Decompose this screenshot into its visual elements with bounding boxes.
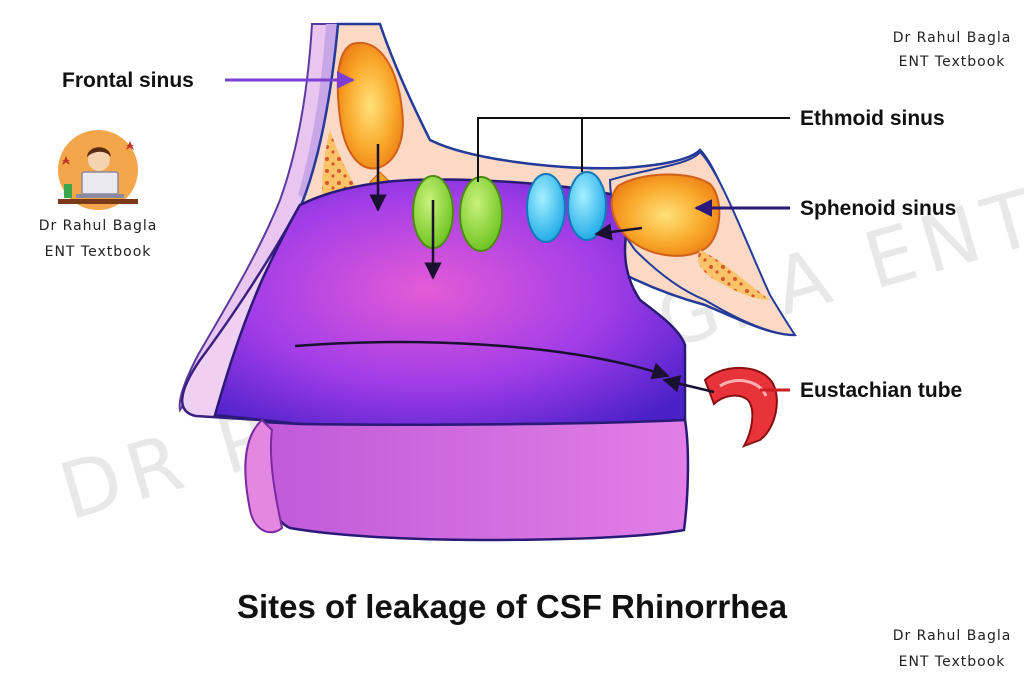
ethmoid-cell-green-2 <box>459 176 503 252</box>
sphenoid-marrow-dots <box>698 250 770 300</box>
page-title: Sites of leakage of CSF Rhinorrhea <box>237 588 788 625</box>
ethmoid-cell-blue-2 <box>567 171 607 241</box>
avatar-brand-name: Dr Rahul Bagla <box>39 218 158 234</box>
sphenoid-sinus-label: Sphenoid sinus <box>800 197 956 220</box>
ethmoid-sinus-bracket <box>477 117 790 182</box>
frontal-sinus-label: Frontal sinus <box>62 69 194 92</box>
eustachian-tube-label: Eustachian tube <box>800 379 962 402</box>
oral-region <box>260 418 690 542</box>
leak-arrow-nasal-floor <box>294 340 670 380</box>
brand-name-top: Dr Rahul Bagla <box>893 30 1012 46</box>
eustachian-tube-lining <box>719 379 768 397</box>
eustachian-tube-pointer <box>662 375 715 394</box>
avatar-brand-subtitle: ENT Textbook <box>45 244 152 260</box>
ethmoid-sinus-label: Ethmoid sinus <box>800 107 945 130</box>
brand-subtitle-top: ENT Textbook <box>899 54 1006 70</box>
frontal-marrow-dots <box>322 130 360 195</box>
nasal-cavity <box>213 178 687 427</box>
brand-subtitle-bottom: ENT Textbook <box>899 654 1006 670</box>
avatar <box>58 130 138 210</box>
upper-lip <box>244 418 284 534</box>
brand-name-bottom: Dr Rahul Bagla <box>893 628 1012 644</box>
sphenoid-sinus <box>610 173 721 257</box>
leak-arrow-sphenoid <box>594 223 643 241</box>
ethmoid-cell-blue-1 <box>526 173 566 243</box>
